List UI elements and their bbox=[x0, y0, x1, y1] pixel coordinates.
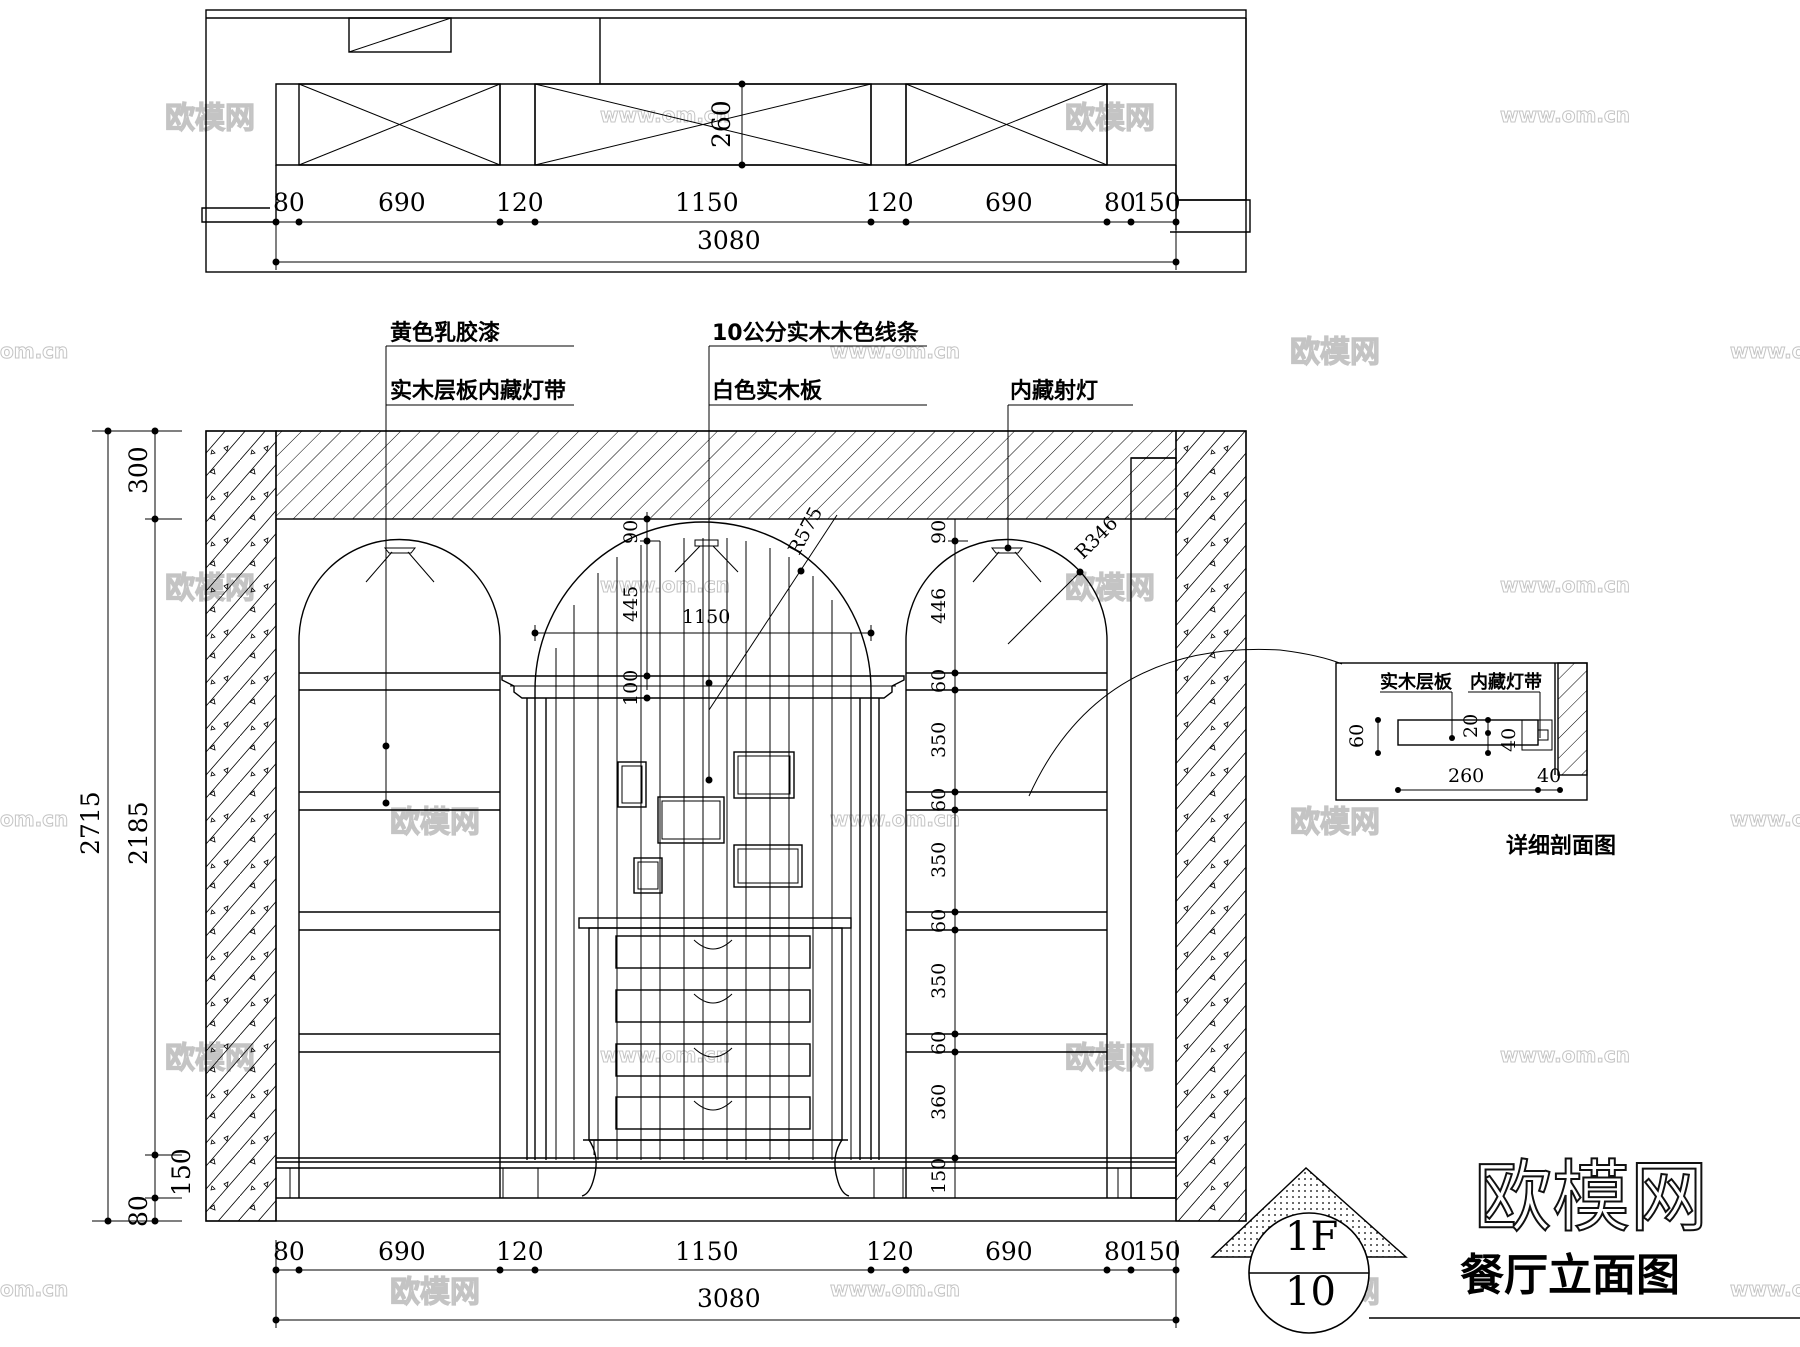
watermark-url: www.om.cn bbox=[1730, 807, 1800, 831]
bottom-dim-segment: 150 bbox=[1133, 1237, 1181, 1266]
shelf-dims: 90 446 60 350 60 350 60 350 60 360 150 bbox=[928, 519, 968, 1198]
overall-height-dim: 2715 bbox=[76, 791, 105, 855]
bottom-dim-segment: 690 bbox=[378, 1237, 426, 1266]
base-skirting bbox=[276, 1157, 1176, 1198]
detail-d40-dim: 40 bbox=[1498, 728, 1520, 752]
picture-frames bbox=[617, 751, 803, 894]
watermark: 欧模网 bbox=[165, 101, 255, 136]
watermark-url: www.om.cn bbox=[600, 1043, 730, 1067]
detail-width-dim: 260 bbox=[1448, 765, 1484, 787]
bottom-dim-total: 3080 bbox=[697, 1284, 761, 1313]
plan-dim-segment: 80 bbox=[273, 188, 305, 217]
watermark: 欧模网 bbox=[390, 1275, 480, 1310]
inner-height-dim: 2185 bbox=[124, 801, 153, 865]
detail-title: 详细剖面图 bbox=[1506, 833, 1616, 859]
annotations: 黄色乳胶漆 实木层板内藏灯带 10公分实木木色线条 白色实木板 内藏射灯 bbox=[382, 320, 1133, 807]
watermark-url: om.cn bbox=[0, 339, 68, 363]
watermark-url: www.om.cn bbox=[1730, 1277, 1800, 1301]
plan-dim-segment: 1150 bbox=[675, 188, 739, 217]
detail-light-label: 内藏灯带 bbox=[1470, 671, 1542, 693]
label-spotlight: 内藏射灯 bbox=[1010, 378, 1098, 404]
drawing-title: 餐厅立面图 bbox=[1460, 1250, 1680, 1301]
sideboard bbox=[578, 917, 852, 1197]
shelf-dim: 60 bbox=[928, 669, 950, 693]
detail-section: 实木层板 内藏灯带 60 20 40 260 40 详细剖面图 bbox=[1335, 662, 1616, 859]
watermark-url: www.om.cn bbox=[1500, 1043, 1630, 1067]
floor-height-dim: 80 bbox=[124, 1195, 153, 1227]
shelf-dim: 60 bbox=[928, 788, 950, 812]
shelf-dim: 360 bbox=[928, 1084, 950, 1120]
watermark-url: www.om.cn bbox=[1500, 103, 1630, 127]
plan-depth-dim: 260 bbox=[707, 100, 736, 148]
shelf-dim: 60 bbox=[928, 1031, 950, 1055]
bottom-dim-segment: 1150 bbox=[675, 1237, 739, 1266]
bottom-dim-segment: 690 bbox=[985, 1237, 1033, 1266]
label-wood-strip: 10公分实木木色线条 bbox=[712, 320, 920, 346]
central-arch: 90 445 100 1150 R575 R346 bbox=[501, 503, 1122, 1197]
title-block: 1F 10 欧模网 餐厅立面图 bbox=[1210, 1152, 1800, 1334]
right-arch-top-gap-dim: 90 bbox=[928, 520, 950, 544]
bottom-dim-segment: 120 bbox=[866, 1237, 914, 1266]
shelf-dim: 350 bbox=[928, 842, 950, 878]
sheet-number: 10 bbox=[1285, 1269, 1336, 1315]
plan-dim-segment: 690 bbox=[378, 188, 426, 217]
floor-badge: 1F bbox=[1285, 1214, 1338, 1260]
shelf-dim: 60 bbox=[928, 909, 950, 933]
left-dims: 2715 2185 300 150 80 bbox=[76, 427, 196, 1227]
brand-logo: 欧模网 bbox=[1474, 1153, 1708, 1243]
watermark-url: www.om.cn bbox=[1500, 573, 1630, 597]
right-niche bbox=[905, 538, 1108, 1198]
watermark-url: www.om.cn bbox=[830, 1277, 960, 1301]
label-shelf-light: 实木层板内藏灯带 bbox=[390, 378, 566, 404]
detail-w40-dim: 40 bbox=[1537, 765, 1561, 787]
watermark: 欧模网 bbox=[1065, 101, 1155, 136]
watermark-url: www.om.cn bbox=[1730, 339, 1800, 363]
arch-top-gap-dim: 90 bbox=[620, 520, 642, 544]
watermark: 欧模网 bbox=[1065, 571, 1155, 606]
elevation-view: 90 445 100 1150 R575 R346 bbox=[76, 320, 1343, 1328]
bottom-dim-segment: 120 bbox=[496, 1237, 544, 1266]
plan-cabinet-center bbox=[534, 83, 872, 166]
watermark-url: om.cn bbox=[0, 1277, 68, 1301]
arch-height-dim: 445 bbox=[620, 586, 642, 622]
plan-dim-segment: 120 bbox=[866, 188, 914, 217]
bottom-dim-segment: 80 bbox=[273, 1237, 305, 1266]
right-arch-height-dim: 446 bbox=[928, 588, 950, 624]
shelf-dim: 350 bbox=[928, 722, 950, 758]
detail-shelf-label: 实木层板 bbox=[1380, 671, 1453, 693]
plan-dim-segment: 80 bbox=[1104, 188, 1136, 217]
detail-d20-dim: 20 bbox=[1460, 714, 1482, 738]
right-arch-radius-label: R346 bbox=[1071, 512, 1122, 563]
watermark-url: om.cn bbox=[0, 807, 68, 831]
plan-view: 260 80 690 120 1150 120 690 80 150 3080 bbox=[201, 9, 1251, 273]
bottom-dims: 80 690 120 1150 120 690 80 150 3080 bbox=[272, 1237, 1181, 1328]
watermark: 欧模网 bbox=[1290, 805, 1380, 840]
watermark: 欧模网 bbox=[1065, 1041, 1155, 1076]
base-height-dim: 150 bbox=[167, 1148, 196, 1196]
label-yellow-paint: 黄色乳胶漆 bbox=[390, 320, 500, 346]
plan-dim-segment: 120 bbox=[496, 188, 544, 217]
shelf-dim: 350 bbox=[928, 963, 950, 999]
detail-height-dim: 60 bbox=[1346, 724, 1368, 748]
bottom-dim-segment: 80 bbox=[1104, 1237, 1136, 1266]
plan-dim-total: 3080 bbox=[697, 226, 761, 255]
plan-cabinet-left bbox=[298, 83, 501, 166]
label-white-board: 白色实木板 bbox=[712, 378, 823, 404]
arch-width-dim: 1150 bbox=[682, 606, 730, 628]
plan-dim-segment: 150 bbox=[1133, 188, 1181, 217]
arch-cornice-dim: 100 bbox=[620, 670, 642, 706]
shelf-dim: 150 bbox=[928, 1158, 950, 1194]
watermark: 欧模网 bbox=[1290, 335, 1380, 370]
plan-dim-segment: 690 bbox=[985, 188, 1033, 217]
top-height-dim: 300 bbox=[124, 446, 153, 494]
watermark-url: www.om.cn bbox=[830, 339, 960, 363]
wood-slats bbox=[555, 538, 852, 1160]
left-niche bbox=[298, 538, 501, 1198]
